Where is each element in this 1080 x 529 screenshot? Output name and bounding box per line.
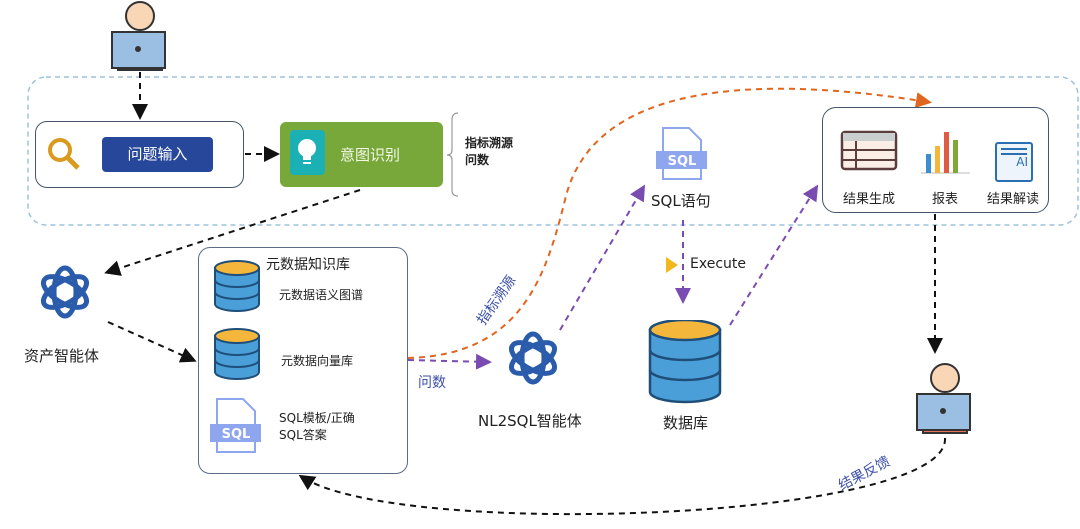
intent-note-ask: 问数	[465, 153, 490, 167]
kb-item-semantic-graph: 元数据语义图谱	[279, 288, 364, 302]
vector-db-icon	[214, 328, 260, 380]
user-icon-right	[916, 363, 971, 434]
kb-item-sql-templates: SQL模板/正确SQL答案	[279, 411, 355, 442]
intent-note-trace: 指标溯源	[465, 136, 514, 150]
report-label: 报表	[932, 192, 959, 207]
sql-template-icon: SQL	[210, 398, 261, 453]
intent-recognition-box: 意图识别	[280, 122, 443, 187]
execute-label: Execute	[690, 256, 746, 272]
brace	[446, 112, 459, 197]
results-panel: AI 结果生成 报表 结果解读	[822, 107, 1049, 213]
kb-title: 元数据知识库	[266, 257, 350, 273]
kb-item-vector-db: 元数据向量库	[281, 354, 354, 368]
question-input-panel: 问题输入	[35, 121, 244, 188]
search-icon	[48, 138, 80, 170]
result-interpret-label: 结果解读	[987, 192, 1040, 207]
database-icons	[214, 260, 260, 380]
intent-label: 意图识别	[340, 146, 401, 164]
nl2sql-agent-logo-icon	[507, 334, 560, 382]
nl2sql-agent-label: NL2SQL智能体	[478, 412, 582, 430]
frontend-zone	[27, 76, 1079, 226]
asset-agent-logo-icon	[39, 268, 92, 316]
result-generate-label: 结果生成	[843, 192, 896, 207]
database-label: 数据库	[663, 414, 709, 432]
bar-chart-icon	[921, 132, 970, 174]
sql-statement-label: SQL语句	[651, 192, 711, 210]
svg-text:SQL: SQL	[222, 427, 251, 442]
edge-label-ask: 问数	[418, 375, 446, 391]
sql-file-icon: SQL	[655, 127, 707, 181]
ai-report-icon: AI	[995, 142, 1033, 182]
table-icon	[840, 130, 898, 171]
semantic-graph-db-icon	[214, 260, 260, 312]
asset-agent-label: 资产智能体	[24, 347, 100, 365]
svg-text:SQL: SQL	[668, 154, 697, 169]
execute-icon	[666, 257, 678, 273]
lightbulb-icon	[290, 130, 325, 175]
question-input-button[interactable]: 问题输入	[102, 137, 213, 172]
metadata-knowledge-base: 元数据知识库 元数据语义图谱 元数据向量库 SQL SQL模板/正确SQL答案	[198, 247, 408, 474]
database-icon	[648, 320, 722, 404]
user-icon-top	[111, 1, 166, 71]
